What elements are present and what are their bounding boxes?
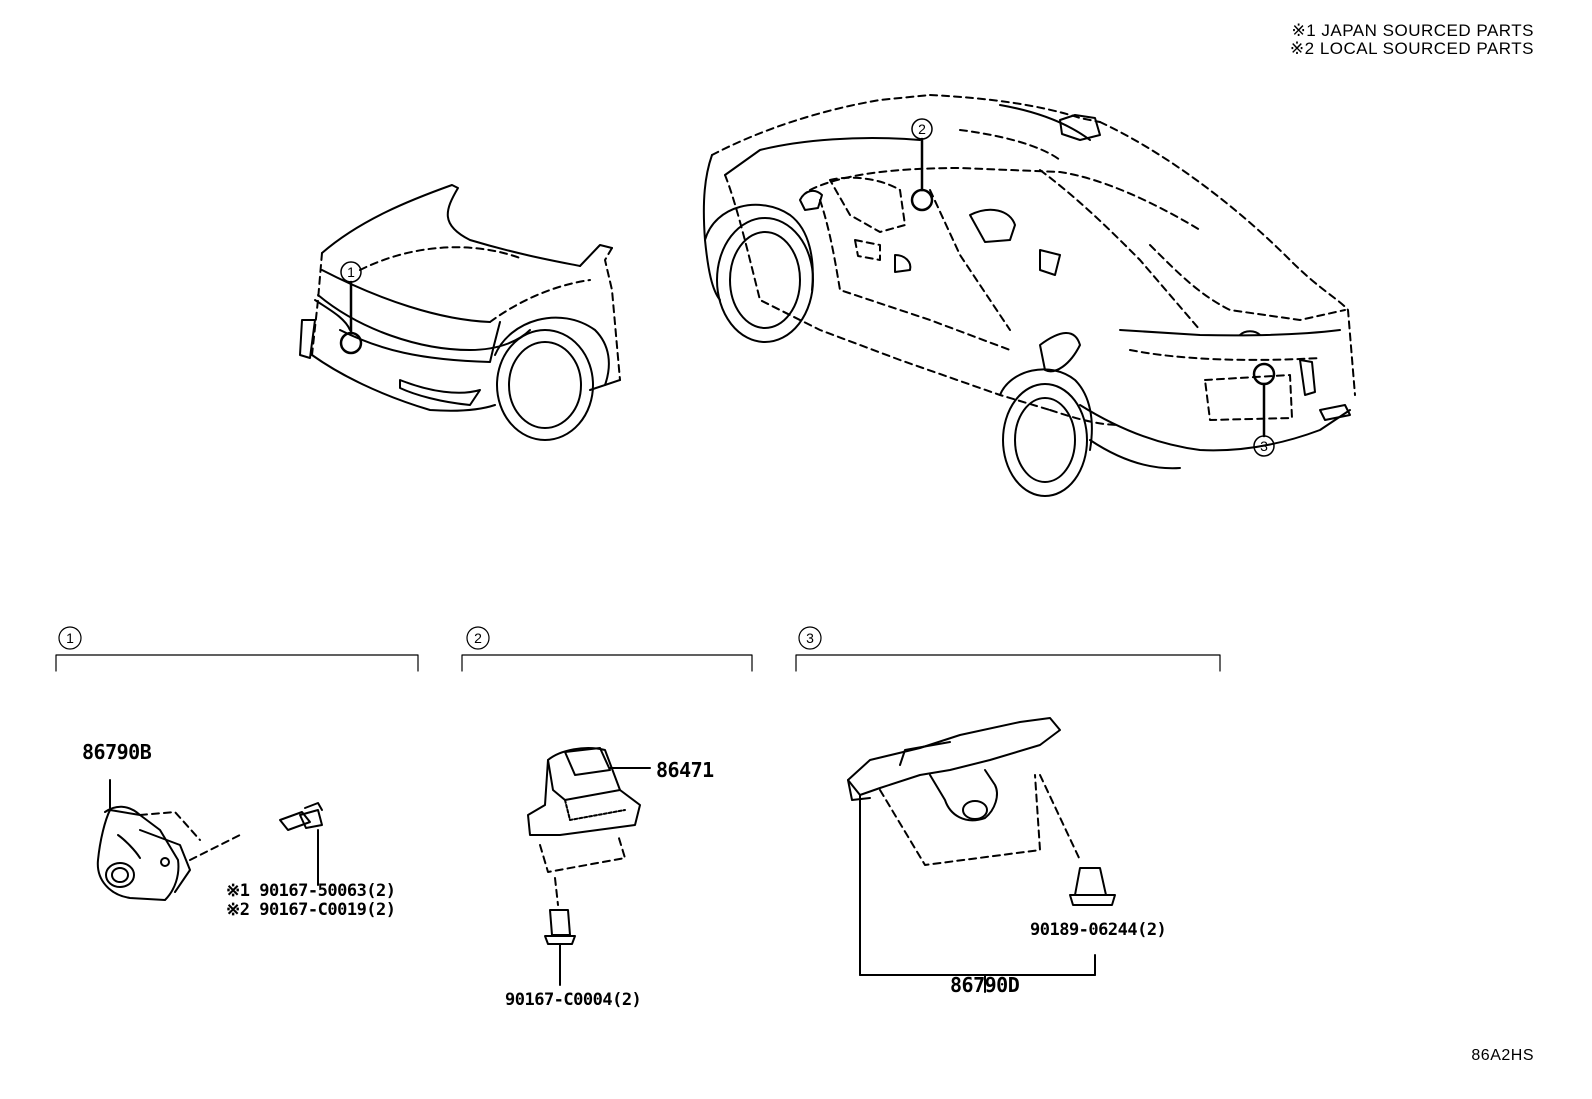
group-1-number: 1 bbox=[66, 630, 74, 646]
location-marker-2 bbox=[910, 188, 934, 212]
part-label-bolt-local[interactable]: ※2 90167-C0019(2) bbox=[226, 900, 396, 920]
part-label-nut[interactable]: 90189-06244(2) bbox=[1030, 920, 1167, 940]
part-label-86471[interactable]: 86471 bbox=[656, 758, 714, 782]
part-label-86790d[interactable]: 86790D bbox=[950, 973, 1020, 997]
group-brackets bbox=[55, 626, 1221, 672]
rear-vehicle-illustration bbox=[702, 94, 1356, 497]
location-callout-2: 2 bbox=[918, 121, 926, 137]
group-3-number: 3 bbox=[806, 630, 814, 646]
location-markers bbox=[339, 137, 1276, 438]
part-label-screw[interactable]: 90167-C0004(2) bbox=[505, 990, 642, 1010]
front-vehicle-illustration bbox=[299, 184, 621, 441]
group-2-number: 2 bbox=[474, 630, 482, 646]
rear-camera-drawing bbox=[847, 717, 1116, 993]
location-callout-1: 1 bbox=[347, 264, 355, 280]
location-callout-circles bbox=[340, 118, 1275, 457]
location-marker-3 bbox=[1252, 362, 1276, 386]
callout-numbers: 1 2 3 1 2 3 bbox=[66, 121, 1268, 646]
front-camera-drawing bbox=[96, 779, 323, 901]
part-label-86790b[interactable]: 86790B bbox=[82, 740, 152, 764]
location-callout-3: 3 bbox=[1260, 438, 1268, 454]
inner-camera-drawing bbox=[527, 747, 651, 986]
note-local-sourced: ※2 LOCAL SOURCED PARTS bbox=[1289, 39, 1534, 58]
diagram-code: 86A2HS bbox=[1471, 1047, 1534, 1064]
note-japan-sourced: ※1 JAPAN SOURCED PARTS bbox=[1291, 21, 1534, 40]
part-label-bolt-japan[interactable]: ※1 90167-50063(2) bbox=[226, 881, 396, 901]
